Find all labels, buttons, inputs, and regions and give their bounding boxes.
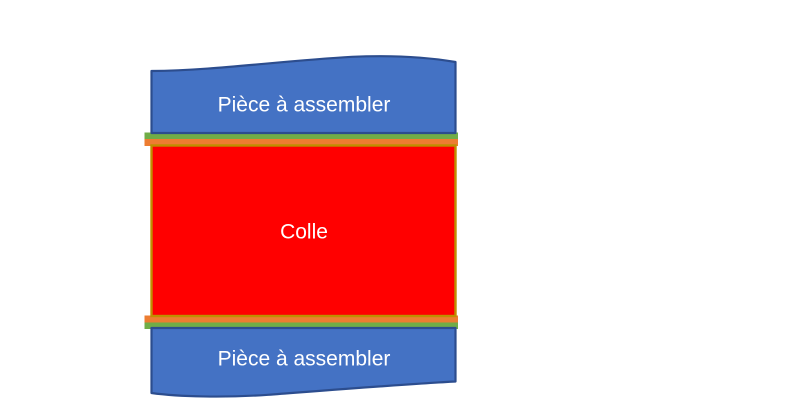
bottom-piece-shape (150, 326, 457, 398)
adhesive-label: Colle (280, 221, 328, 244)
interphase-bottom-green-stripe (144, 322, 458, 329)
interphase-top-orange-stripe (144, 139, 458, 146)
interphase-top-green-stripe (144, 132, 458, 139)
adhesive-layer-shape (150, 144, 457, 318)
top-piece-label: Pièce à assembler (218, 94, 391, 117)
interphase-bottom-orange-stripe (144, 315, 458, 323)
bottom-piece-label: Pièce à assembler (218, 348, 391, 371)
top-piece-shape (150, 55, 457, 135)
